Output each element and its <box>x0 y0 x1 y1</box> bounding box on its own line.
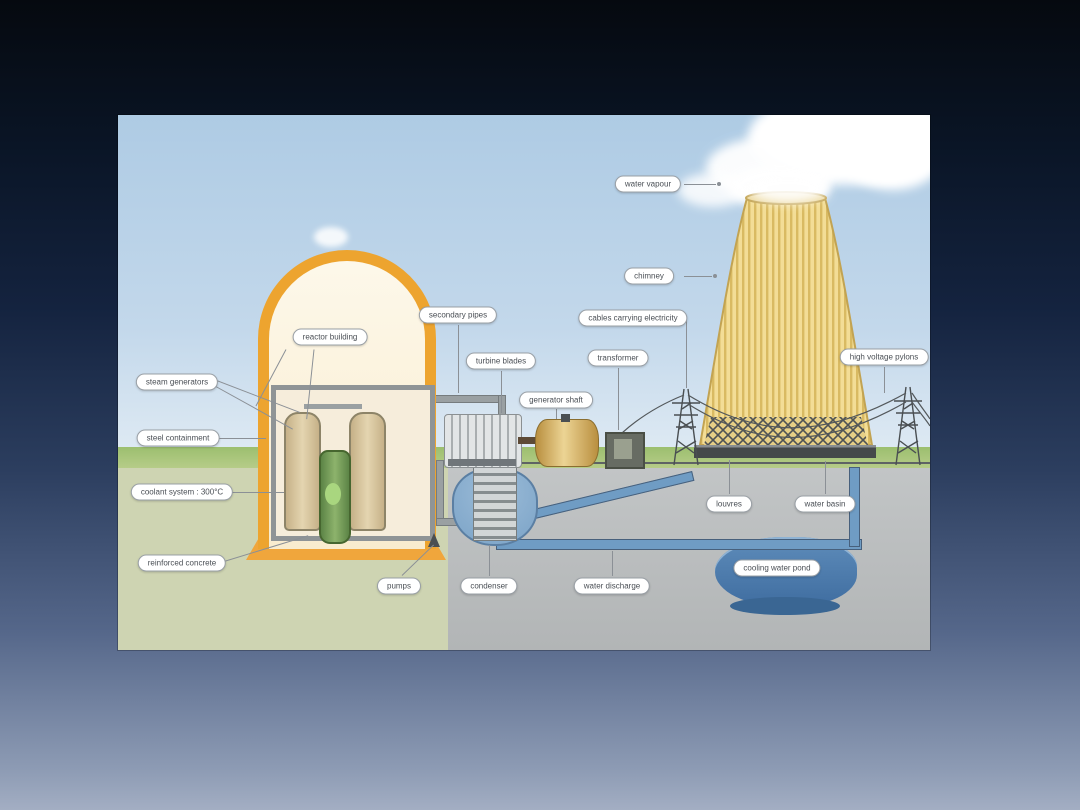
machinery-ground-line <box>426 462 930 464</box>
leader-turbine-blades <box>501 371 502 413</box>
grid-cables <box>621 392 930 439</box>
dot-chimney <box>713 274 717 278</box>
electricity-pylon-left <box>672 388 700 466</box>
label-steam-generators: steam generators <box>135 373 219 391</box>
leader-pylons <box>884 367 885 393</box>
steam-generator-right <box>349 412 386 531</box>
label-reactor-building: reactor building <box>292 328 368 346</box>
label-generator-shaft: generator shaft <box>519 391 593 409</box>
dot-water-vapour <box>717 182 721 186</box>
transformer-panel <box>614 439 632 459</box>
label-pylons: high voltage pylons <box>839 348 929 366</box>
drive-shaft <box>518 437 536 444</box>
label-coolant-system: coolant system : 300°C <box>130 483 234 501</box>
leader-steel-containment <box>216 438 266 439</box>
label-water-vapour: water vapour <box>614 175 682 193</box>
label-cables-electricity: cables carrying electricity <box>578 309 688 327</box>
reactor-core-glow <box>325 483 341 505</box>
label-condenser: condenser <box>460 577 518 595</box>
generator-terminal <box>561 414 570 422</box>
label-steel-containment: steel containment <box>136 429 220 447</box>
tower-and-grid-overlay <box>621 191 930 466</box>
tower-louvres <box>704 417 868 445</box>
leader-louvres <box>729 460 730 494</box>
leader-water-basin <box>825 461 826 494</box>
label-water-discharge: water discharge <box>573 577 651 595</box>
primary-pipe <box>304 404 362 409</box>
turbine-pedestal <box>448 459 516 466</box>
steam-plume-cloud <box>678 173 748 207</box>
leader-cables-2 <box>686 318 687 388</box>
label-chimney: chimney <box>624 267 674 285</box>
leader-coolant-system <box>230 492 284 493</box>
label-reinforced-concrete: reinforced concrete <box>137 554 227 572</box>
warm-water-pipe <box>496 539 862 550</box>
tower-basin <box>694 445 876 458</box>
label-transformer: transformer <box>587 349 649 367</box>
leader-transformer <box>618 368 619 430</box>
steam-plume-base <box>748 173 828 203</box>
label-pumps: pumps <box>376 577 422 595</box>
leader-condenser <box>489 545 490 576</box>
leader-water-discharge <box>612 551 613 576</box>
label-secondary-pipes: secondary pipes <box>418 306 498 324</box>
label-water-basin: water basin <box>794 495 856 513</box>
label-louvres: louvres <box>706 495 752 513</box>
leader-secondary-pipes <box>458 325 459 393</box>
feedwater-pipe <box>436 460 444 526</box>
containment-vent-puff <box>314 227 348 247</box>
diagram-panel: reactor building steam generators steel … <box>118 115 930 650</box>
leader-water-vapour <box>684 184 716 185</box>
cooling-pond-edge <box>730 597 840 615</box>
steam-generator-left <box>284 412 321 531</box>
leader-generator-shaft <box>556 409 557 419</box>
steam-plume-cloud <box>838 115 930 190</box>
leader-chimney <box>684 276 712 277</box>
label-turbine-blades: turbine blades <box>465 352 537 370</box>
generator <box>535 419 599 467</box>
electricity-pylon-right <box>894 386 922 466</box>
label-cooling-pond: cooling water pond <box>733 559 821 577</box>
